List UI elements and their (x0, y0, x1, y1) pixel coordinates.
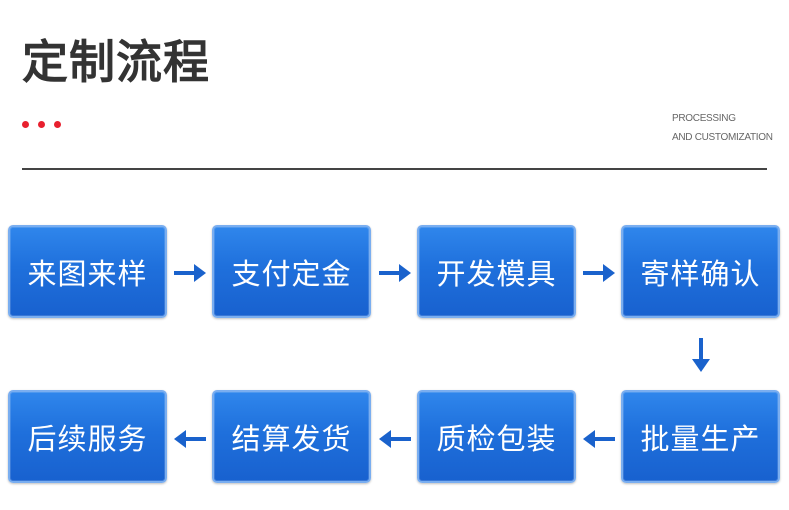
page-title: 定制流程 (22, 35, 210, 89)
step-send-drawing-sample: 来图来样 (8, 225, 167, 318)
step-label: 质检包装 (436, 421, 557, 456)
subtitle-line-2: AND CUSTOMIZATION (672, 132, 773, 143)
step-label: 结算发货 (231, 421, 352, 456)
step-after-sales-service: 后续服务 (8, 390, 167, 483)
step-label: 支付定金 (231, 256, 352, 291)
arrow-right-icon (174, 264, 206, 282)
arrow-left-icon (583, 430, 615, 448)
step-settlement-shipping: 结算发货 (212, 390, 371, 483)
red-dot-icon (38, 121, 45, 128)
step-send-sample-confirm: 寄样确认 (621, 225, 780, 318)
arrow-right-icon (379, 264, 411, 282)
arrow-left-icon (379, 430, 411, 448)
step-label: 寄样确认 (640, 256, 761, 291)
step-label: 批量生产 (640, 421, 761, 456)
step-mass-production: 批量生产 (621, 390, 780, 483)
arrow-down-icon (692, 338, 710, 372)
step-pay-deposit: 支付定金 (212, 225, 371, 318)
step-label: 来图来样 (27, 256, 148, 291)
step-label: 开发模具 (436, 256, 557, 291)
decorative-dots (22, 121, 61, 128)
step-inspection-packaging: 质检包装 (417, 390, 576, 483)
subtitle-line-1: PROCESSING (672, 113, 736, 124)
red-dot-icon (22, 121, 29, 128)
header-divider (22, 168, 767, 170)
red-dot-icon (54, 121, 61, 128)
page-subtitle: PROCESSING AND CUSTOMIZATION (672, 109, 773, 147)
step-label: 后续服务 (27, 421, 148, 456)
step-develop-mold: 开发模具 (417, 225, 576, 318)
arrow-right-icon (583, 264, 615, 282)
arrow-left-icon (174, 430, 206, 448)
